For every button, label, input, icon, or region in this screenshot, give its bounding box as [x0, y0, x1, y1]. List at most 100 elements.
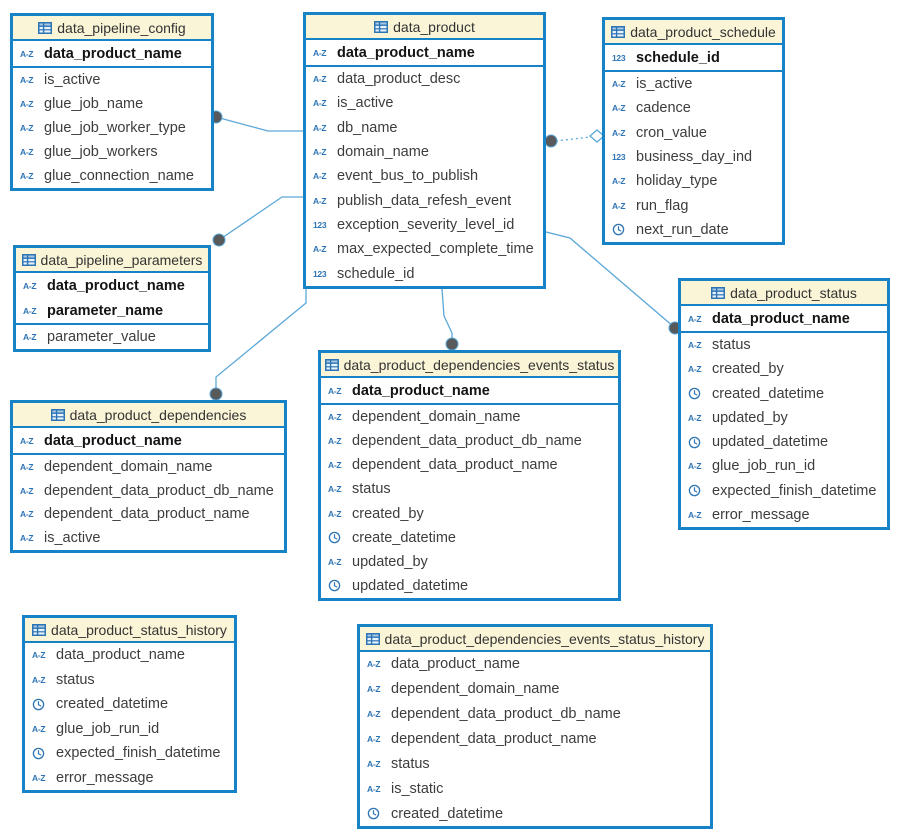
table-header[interactable]: data_product_dependencies_events_status_… [360, 627, 710, 652]
table-header[interactable]: data_product_status_history [25, 618, 234, 643]
field-row[interactable]: created_datetime [681, 382, 887, 406]
field-name: dependent_data_product_name [352, 457, 558, 474]
table-header[interactable]: data_product_status [681, 281, 887, 306]
table-header[interactable]: data_product_dependencies [13, 403, 284, 428]
table-header[interactable]: data_product_schedule [605, 20, 782, 45]
table-header[interactable]: data_pipeline_parameters [16, 248, 208, 273]
text-type-icon: A-Z [328, 385, 342, 396]
table-header[interactable]: data_pipeline_config [13, 16, 211, 41]
field-row[interactable]: expected_finish_datetime [681, 479, 887, 503]
field-row[interactable]: next_run_date [605, 218, 782, 242]
text-type-icon: A-Z [313, 74, 327, 85]
field-name: dependent_domain_name [391, 681, 560, 698]
field-name: created_by [352, 505, 424, 522]
field-name: glue_connection_name [44, 168, 194, 184]
field-row[interactable]: created_datetime [25, 692, 234, 717]
field-row[interactable]: expected_finish_datetime [25, 741, 234, 766]
table-header[interactable]: data_product [306, 15, 543, 40]
text-type-icon: A-Z [313, 171, 327, 182]
field-name: holiday_type [636, 173, 718, 190]
connection-data_product-data_product_status [545, 231, 682, 335]
field-name: is_active [337, 95, 394, 112]
field-row[interactable]: updated_datetime [681, 430, 887, 454]
text-type-icon: A-Z [612, 176, 626, 187]
table-data_product_dependencies_events_status_history[interactable]: data_product_dependencies_events_status_… [357, 624, 713, 829]
text-type-icon: A-Z [688, 461, 702, 472]
text-type-icon: A-Z [313, 195, 327, 206]
field-row[interactable]: create_datetime [321, 526, 618, 550]
field-row[interactable]: A-Z holiday_type [605, 169, 782, 193]
datetime-type-icon [612, 223, 630, 236]
field-name: status [56, 671, 95, 688]
table-header[interactable]: data_product_dependencies_events_status [321, 353, 618, 378]
field-row[interactable]: updated_datetime [321, 574, 618, 598]
field-row[interactable]: created_datetime [360, 801, 710, 826]
text-type-icon: A-Z [313, 147, 327, 158]
